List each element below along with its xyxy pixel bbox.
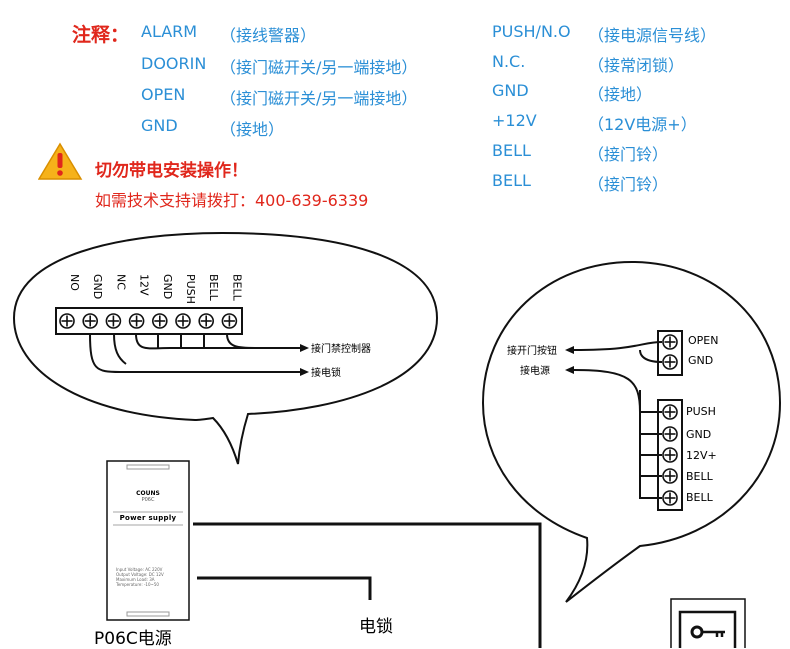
terminal-label: NC: [114, 274, 127, 290]
terminal-label: BELL: [230, 274, 243, 302]
terminal-label: 12V: [138, 274, 151, 296]
legend-term: BELL: [492, 171, 531, 190]
power-label: 接电源: [520, 366, 550, 377]
legend-term: ALARM: [141, 22, 198, 41]
wire: [639, 349, 663, 363]
wire: [113, 333, 127, 365]
lock-wire: [197, 576, 372, 600]
arrow-head: [300, 344, 309, 352]
arrow-head: [565, 346, 574, 354]
legend-desc: （12V电源+）: [588, 115, 697, 134]
warning-text: 切勿带电安装操作！: [95, 161, 248, 181]
legend-desc: （接地）: [220, 120, 285, 139]
power-model-small: P06C: [141, 497, 155, 503]
terminal-screws: [662, 404, 678, 506]
terminal-label: OPEN: [688, 334, 719, 347]
terminal-label: BELL: [686, 491, 713, 504]
warning-triangle-icon: [38, 142, 83, 180]
terminal-label: 12V+: [686, 449, 717, 462]
legend-desc: （接门磁开关/另一端接地）: [220, 89, 418, 108]
lock-caption: 电锁: [359, 617, 393, 637]
terminal-label: BELL: [207, 274, 220, 302]
terminal-labels: NO GND NC 12V GND PUSH BELL BELL: [68, 274, 243, 304]
legend-desc: （接常闭锁）: [588, 56, 685, 75]
power-wire: [193, 522, 542, 648]
legend-desc: （接门铃）: [588, 175, 669, 194]
terminal-label: GND: [686, 428, 712, 441]
left-callout-bubble: [12, 231, 439, 465]
power-title: Power supply: [119, 514, 177, 522]
legend-desc: （接线警器）: [220, 26, 317, 45]
legend-term: GND: [141, 116, 178, 135]
power-spec: Input Voltage: AC 220V Output Voltage: D…: [116, 567, 164, 587]
power-supply-caption: P06C电源: [94, 629, 172, 649]
exit-button-label: 接开门按钮: [507, 346, 557, 357]
legend-desc: （接电源信号线）: [588, 26, 717, 45]
wire: [89, 333, 300, 373]
legend-term: N.C.: [492, 52, 526, 71]
arrow-head: [300, 368, 309, 376]
wire: [573, 369, 662, 413]
right-callout-bubble: [481, 260, 782, 603]
terminal-label: NO: [68, 274, 81, 291]
legend-term: GND: [492, 81, 529, 100]
power-brand: COUNS: [136, 490, 160, 497]
terminal-label: GND: [161, 274, 174, 299]
wire: [135, 333, 300, 350]
legend-desc: （接地）: [588, 85, 653, 104]
legend-desc: （接门磁开关/另一端接地）: [220, 58, 418, 77]
terminal-label: PUSH: [184, 274, 197, 304]
lock-wire-label: 接电锁: [311, 368, 341, 379]
support-phone-text: 如需技术支持请拨打：400-639-6339: [95, 191, 369, 210]
terminal-label: GND: [688, 354, 714, 367]
legend-desc: （接门铃）: [588, 145, 669, 164]
wire: [639, 390, 662, 499]
terminal-label: PUSH: [686, 405, 716, 418]
terminal-screws: [662, 334, 678, 370]
legend-term: OPEN: [141, 85, 186, 104]
terminal-label: BELL: [686, 470, 713, 483]
wire: [226, 333, 256, 349]
legend-term: DOORIN: [141, 54, 207, 73]
controller-label: 接门禁控制器: [311, 344, 371, 355]
wire: [573, 341, 663, 351]
legend-term: BELL: [492, 141, 531, 160]
terminal-screws: [59, 313, 238, 329]
legend-title: 注释：: [72, 24, 130, 46]
legend-term: PUSH/N.O: [492, 22, 571, 41]
legend-term: +12V: [492, 111, 537, 130]
terminal-label: GND: [91, 274, 104, 299]
power-supply-box: [106, 460, 190, 621]
arrow-head: [565, 366, 574, 374]
